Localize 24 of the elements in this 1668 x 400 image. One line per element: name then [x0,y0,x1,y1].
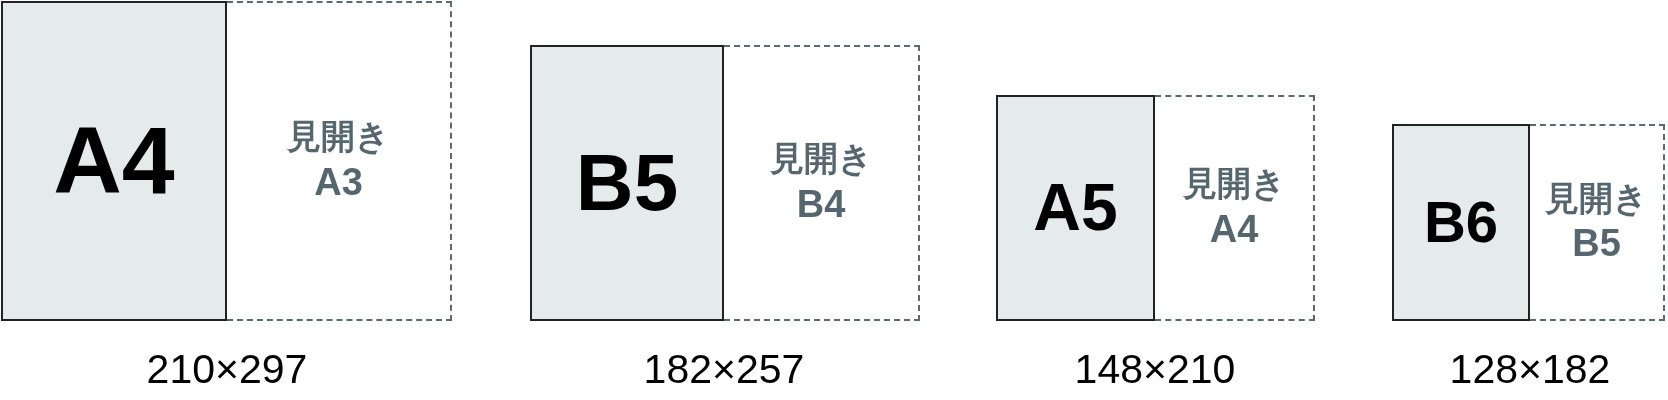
spread-outline [1155,95,1315,321]
spread-outline [227,1,452,321]
dimension-label: 148×210 [1074,348,1236,390]
dimension-label: 210×297 [146,348,308,390]
spread-size-label: A4 [1209,209,1259,250]
spread-label: 見開き [287,119,390,155]
spread-outline [724,45,920,321]
paper-size-label: B5 [575,141,679,225]
paper-sheet [530,45,724,321]
spread-size-label: B5 [1572,224,1621,265]
dimension-label: 128×182 [1449,348,1611,390]
spread-size-label: A3 [314,162,363,203]
paper-sheet [1392,124,1530,321]
spread-label: 見開き [769,141,873,177]
dimension-label: 182×257 [643,348,805,390]
paper-size-label: A4 [53,111,175,211]
spread-outline [1530,124,1665,321]
spread-label: 見開き [1545,180,1648,217]
paper-size-label: B6 [1423,192,1499,253]
paper-sheet [996,95,1155,321]
spread-size-label: B4 [796,184,846,225]
paper-sheet [1,1,227,321]
paper-size-label: A5 [1033,173,1118,243]
spread-label: 見開き [1182,166,1286,202]
